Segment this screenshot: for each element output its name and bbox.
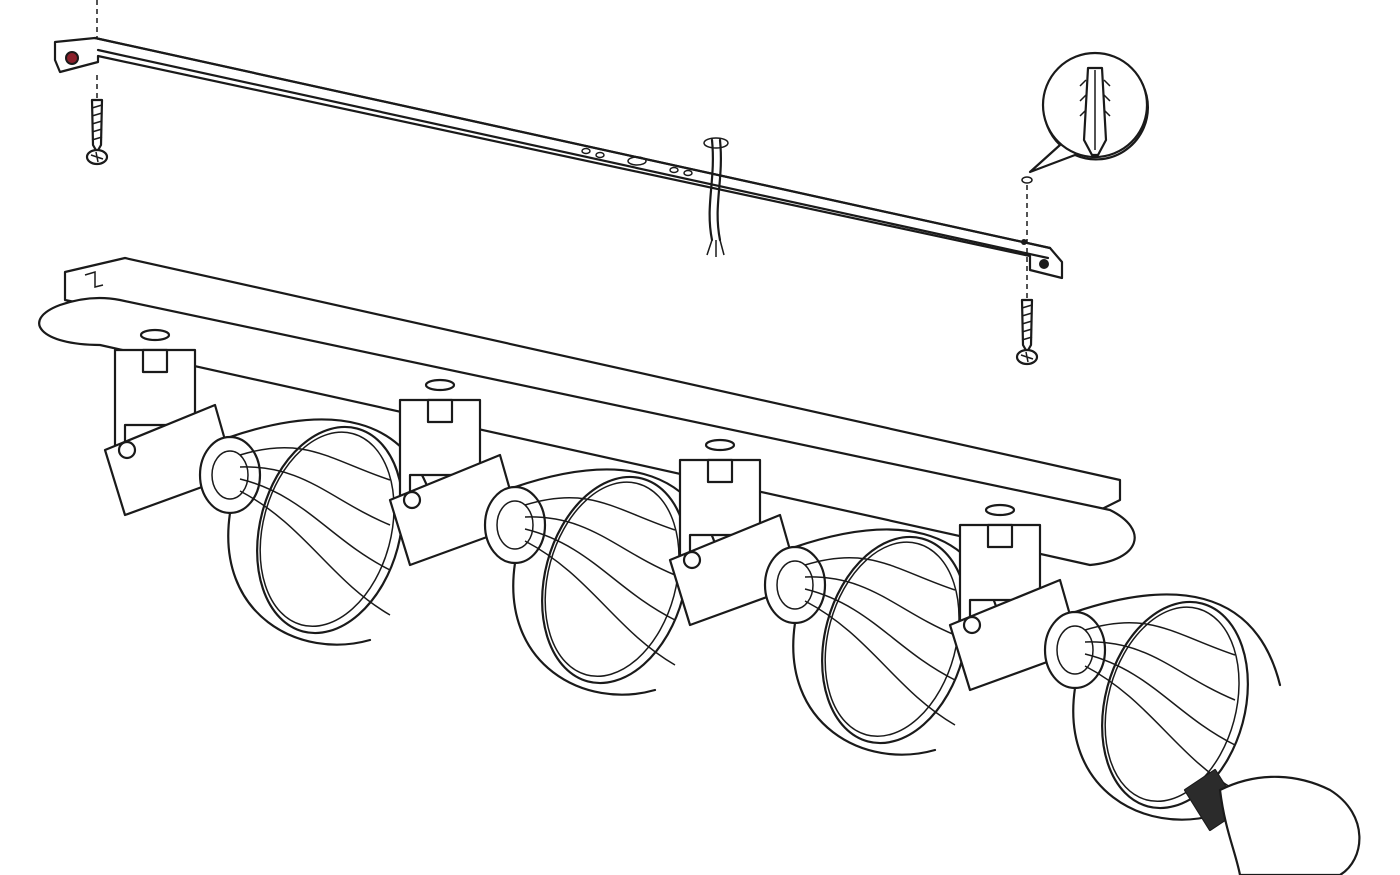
spotlight (103, 328, 437, 646)
screw-icon (85, 75, 109, 166)
light-bulb-icon (1183, 768, 1361, 875)
power-cable (703, 137, 729, 257)
spotlight (388, 378, 722, 696)
screw-icon (1015, 176, 1039, 366)
canopy-plate (38, 256, 1136, 567)
wall-plug-icon (1028, 51, 1149, 174)
spotlight (668, 438, 1002, 756)
spotlight (948, 503, 1282, 821)
screw-hole (65, 51, 79, 65)
mounting-bracket (53, 0, 1064, 280)
